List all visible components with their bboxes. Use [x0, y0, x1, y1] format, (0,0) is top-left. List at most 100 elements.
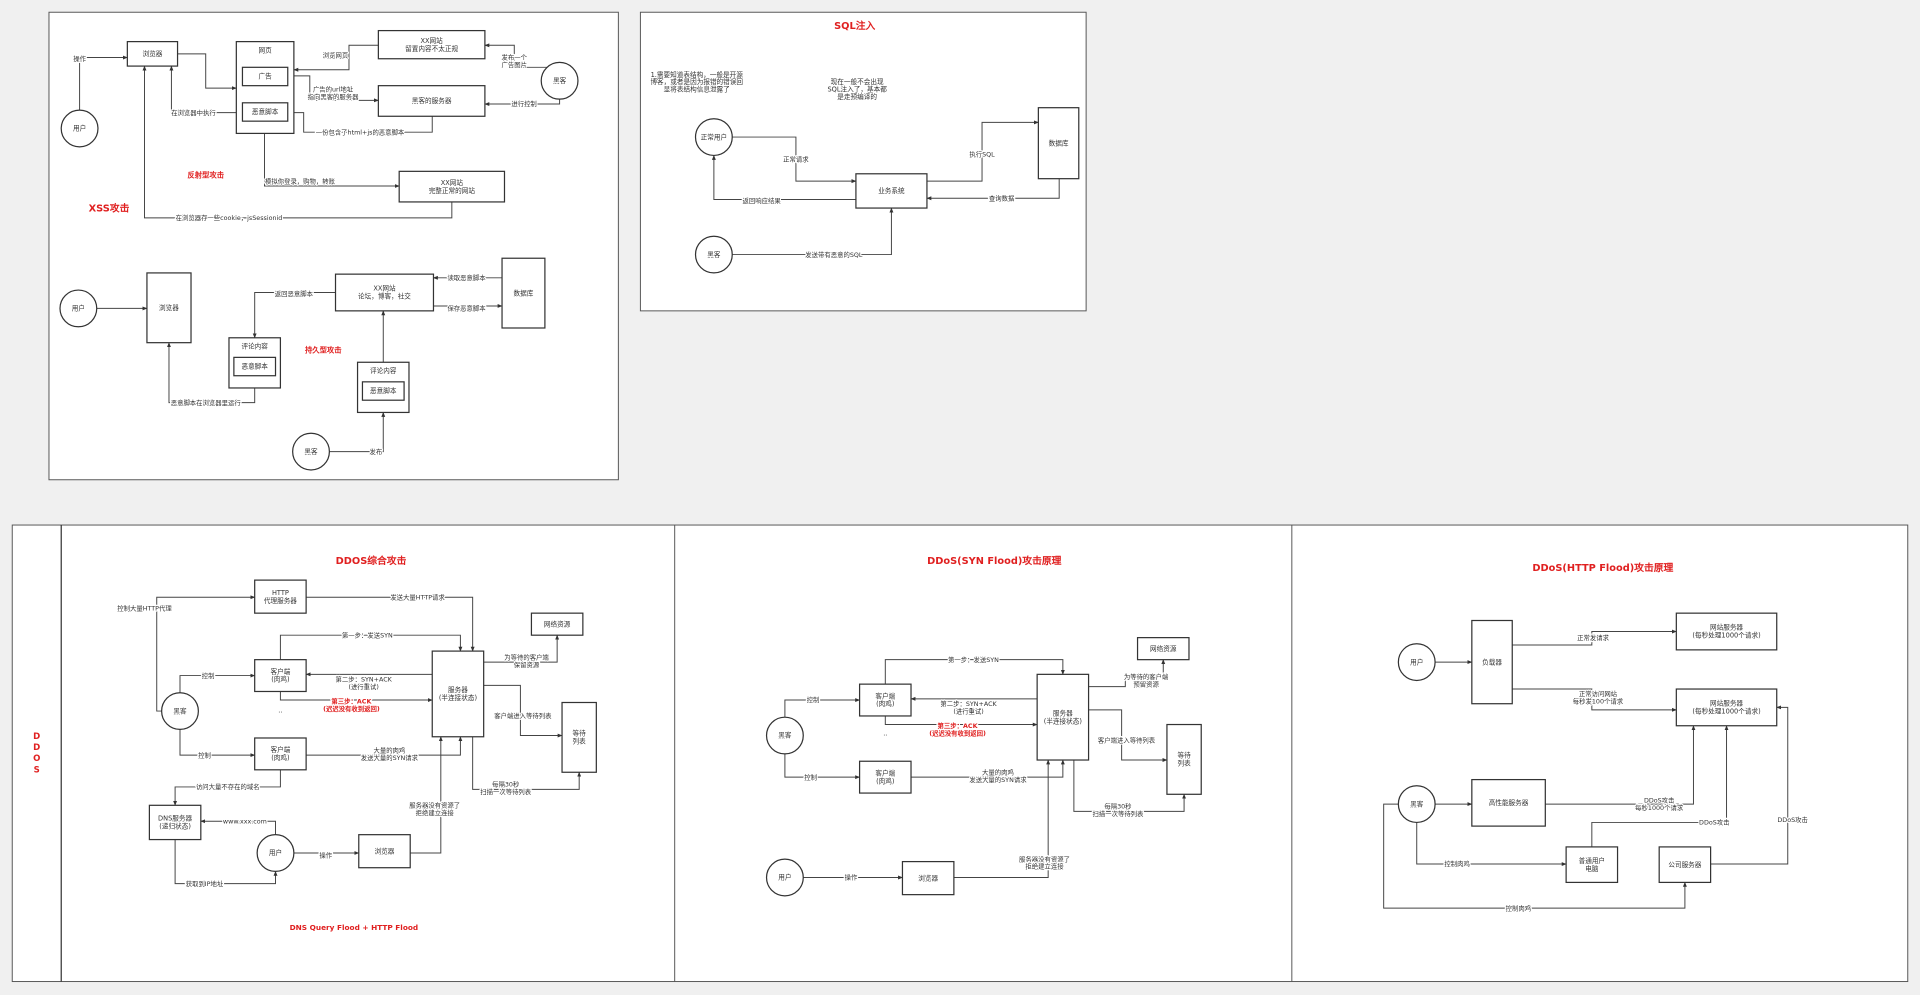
- connector-xss2-e6[interactable]: [329, 411, 386, 453]
- connector-xss-e4[interactable]: [484, 43, 548, 68]
- connector-d1-e12[interactable]: [472, 736, 582, 790]
- connector-d1-e6[interactable]: [179, 673, 256, 693]
- connector-xss-e8[interactable]: [169, 65, 243, 114]
- node-d1-client-b-box[interactable]: [254, 737, 307, 771]
- connector-d1-e2[interactable]: [306, 596, 475, 652]
- node-d2-netres-box[interactable]: [1136, 637, 1190, 661]
- connector-d1-e13[interactable]: [200, 819, 276, 835]
- connector-d1-e16[interactable]: [410, 736, 443, 854]
- node-xss-hacker-circle[interactable]: [540, 61, 579, 100]
- connector-sql-e5[interactable]: [926, 178, 1060, 201]
- connector-d2-e12[interactable]: [1073, 760, 1187, 812]
- connector-d1-e11[interactable]: [483, 684, 563, 738]
- node-xss2-script-a-box[interactable]: [233, 356, 277, 377]
- connector-d2-e11[interactable]: [1088, 709, 1168, 762]
- connector-xss-e5[interactable]: [287, 75, 379, 103]
- node-sql-db-box[interactable]: [1037, 107, 1080, 180]
- connector-xss-e3[interactable]: [293, 44, 379, 72]
- node-d1-wait-box[interactable]: [561, 701, 597, 773]
- connector-xss-e1[interactable]: [79, 55, 128, 111]
- connector-d2-e16[interactable]: [953, 759, 1051, 878]
- xss-frame[interactable]: [48, 11, 619, 481]
- node-xss-script-box[interactable]: [241, 102, 289, 122]
- ddos-swimlane[interactable]: [11, 524, 1909, 983]
- node-d1-browser-box[interactable]: [358, 834, 411, 869]
- node-d3-srv-b-box[interactable]: [1675, 688, 1778, 727]
- node-d3-pc-box[interactable]: [1565, 846, 1619, 884]
- connector-d2-e8[interactable]: [911, 759, 1065, 778]
- node-d2-client-a-box[interactable]: [858, 683, 912, 717]
- connector-xss-e2[interactable]: [177, 53, 237, 91]
- connector-sql-e2[interactable]: [711, 154, 856, 200]
- node-xss2-script-b-box[interactable]: [361, 381, 405, 401]
- node-d3-corp-box[interactable]: [1658, 846, 1712, 884]
- edge-label-line: 预留资源: [1133, 679, 1159, 688]
- connector-sql-e4[interactable]: [926, 120, 1039, 182]
- connector-d1-e1[interactable]: [156, 595, 256, 712]
- node-d1-user-circle[interactable]: [256, 834, 295, 873]
- node-xss2-browser-box[interactable]: [146, 272, 192, 344]
- node-xss-user-circle[interactable]: [60, 109, 99, 148]
- connector-d1-e7[interactable]: [179, 729, 256, 758]
- node-d2-server-box[interactable]: [1036, 673, 1090, 761]
- node-d3-hacker-circle[interactable]: [1397, 785, 1436, 824]
- node-xss-hacker-server-box[interactable]: [377, 85, 486, 117]
- node-xss2-user-circle[interactable]: [59, 289, 98, 328]
- connector-xss2-e5[interactable]: [167, 342, 256, 404]
- node-d2-browser-box[interactable]: [901, 860, 955, 896]
- connector-xss-e10[interactable]: [142, 65, 453, 219]
- node-xss2-hacker-circle[interactable]: [292, 432, 330, 471]
- connector-d1-e9[interactable]: [173, 769, 281, 806]
- connector-xss-e9[interactable]: [264, 121, 400, 188]
- connector-d1-e5[interactable]: [279, 691, 433, 703]
- connector-xss2-e2[interactable]: [252, 292, 336, 339]
- node-sql-system-box[interactable]: [855, 173, 928, 209]
- node-d1-server-box[interactable]: [431, 650, 485, 738]
- node-d2-hacker-circle[interactable]: [765, 716, 804, 755]
- connector-d1-e14[interactable]: [174, 839, 278, 885]
- node-xss-site-bad-box[interactable]: [377, 29, 486, 60]
- node-d2-wait-box[interactable]: [1166, 723, 1202, 795]
- connector-d3-e2[interactable]: [1512, 629, 1677, 646]
- node-xss-ad-box[interactable]: [241, 66, 289, 87]
- connector-d3-e9[interactable]: [1383, 803, 1687, 909]
- node-d3-srv-a-box[interactable]: [1675, 612, 1778, 651]
- connector-sql-e1[interactable]: [732, 136, 857, 184]
- node-d1-client-a-box[interactable]: [254, 659, 307, 693]
- connector-xss-e6[interactable]: [484, 99, 561, 106]
- connector-sql-e3[interactable]: [732, 207, 894, 256]
- node-d3-lb-box[interactable]: [1471, 619, 1513, 705]
- node-d1-dns-box[interactable]: [148, 804, 202, 841]
- connector-d1-e8[interactable]: [306, 736, 463, 756]
- connector-d3-e6[interactable]: [1591, 725, 1729, 847]
- connector-d2-e10[interactable]: [1088, 659, 1166, 688]
- connector-d1-e3[interactable]: [279, 634, 463, 660]
- node-xss-site-ok-box[interactable]: [398, 170, 506, 203]
- node-sql-user-circle[interactable]: [694, 118, 733, 157]
- edge-label-line: 扫描一次等待列表: [480, 787, 532, 796]
- node-d1-hacker-circle[interactable]: [161, 692, 199, 731]
- node-xss-ad-label: 广告: [258, 72, 272, 81]
- connector-d2-e6[interactable]: [784, 698, 861, 718]
- connector-d3-e3[interactable]: [1512, 688, 1677, 712]
- connector-xss-e7[interactable]: [287, 110, 433, 133]
- node-sql-hacker-circle[interactable]: [694, 235, 733, 274]
- node-d3-hp-box[interactable]: [1471, 778, 1546, 827]
- connector-d3-e5[interactable]: [1545, 725, 1696, 805]
- node-d3-user-circle[interactable]: [1397, 643, 1436, 682]
- node-xss2-db-box[interactable]: [501, 257, 546, 329]
- connector-d2-e3[interactable]: [884, 659, 1065, 685]
- node-d2-user-circle[interactable]: [765, 858, 804, 897]
- connector-d3-e8[interactable]: [1416, 822, 1567, 867]
- connector-d2-e7[interactable]: [784, 753, 861, 780]
- connector-d1-e10[interactable]: [483, 634, 560, 663]
- node-xss-browser-box[interactable]: [126, 40, 179, 67]
- node-xss2-site-box[interactable]: [334, 273, 435, 312]
- node-d1-proxy-box[interactable]: [254, 579, 307, 614]
- node-d2-client-b-box[interactable]: [858, 760, 912, 794]
- connector-d2-e5[interactable]: [884, 715, 1038, 727]
- node-d1-netres-box[interactable]: [530, 612, 584, 636]
- edge-label-line: 指向黑客的服务器: [308, 92, 360, 101]
- connector-d3-e7[interactable]: [1710, 705, 1789, 865]
